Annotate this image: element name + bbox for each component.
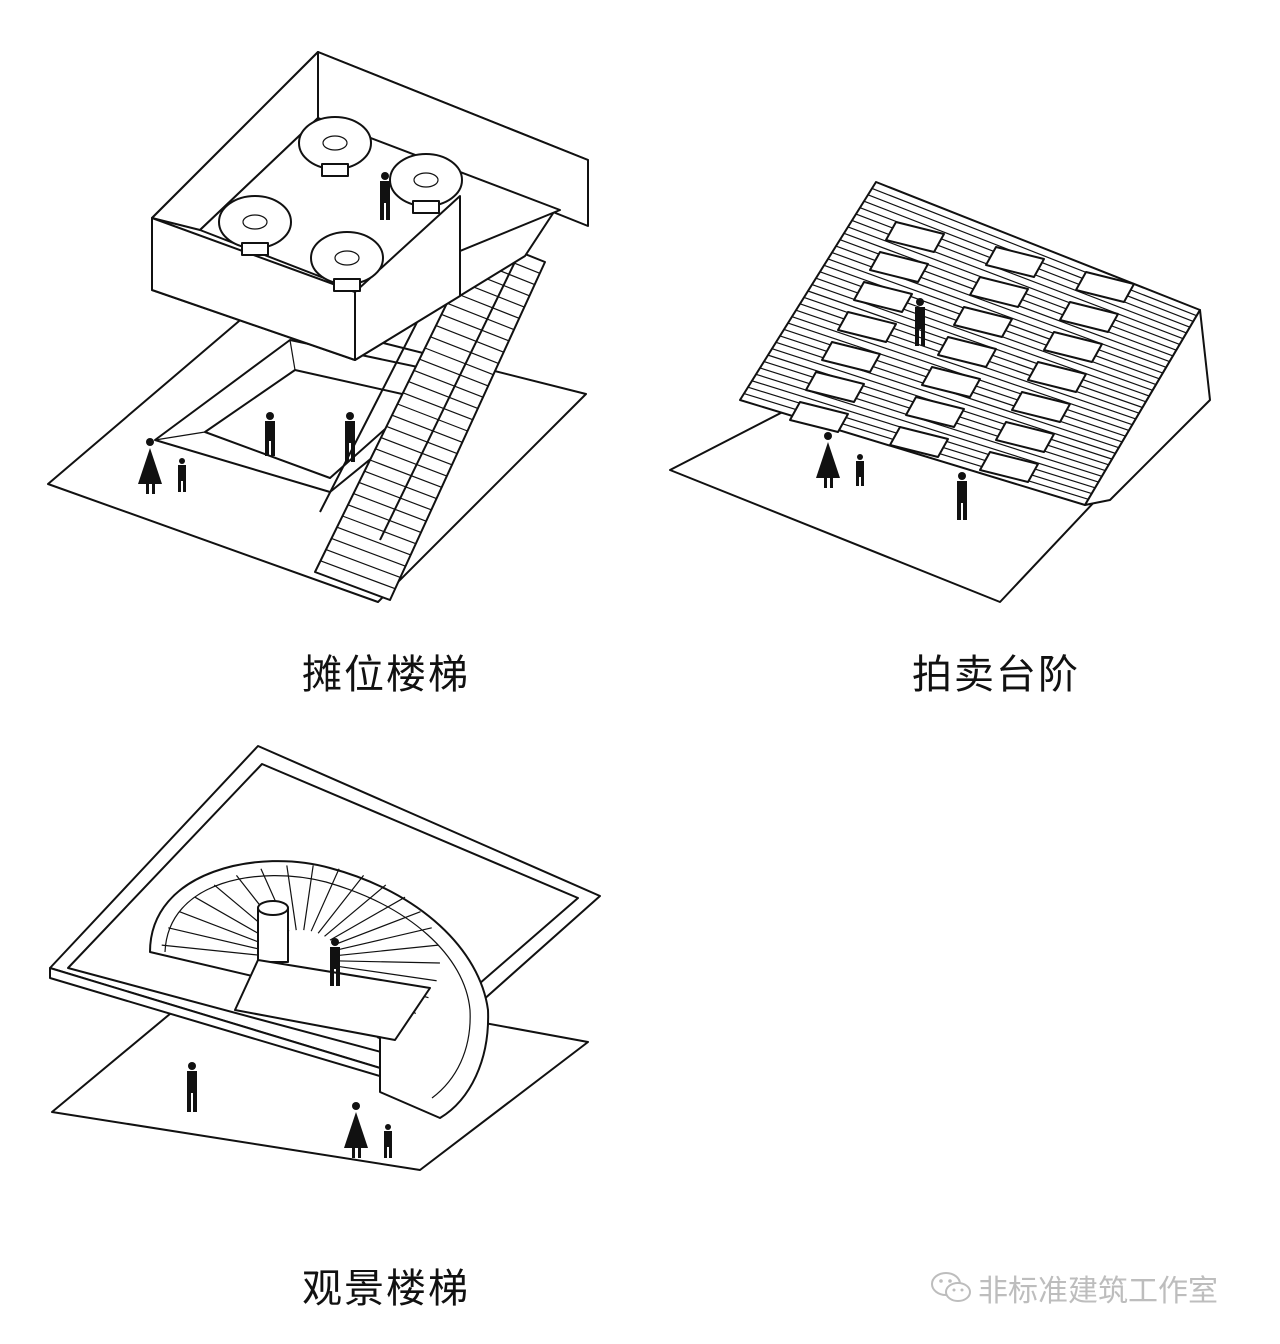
stall-stair-diagram <box>47 51 589 603</box>
viewing-stair-diagram <box>49 745 601 1171</box>
caption-stall-stair: 摊位楼梯 <box>302 652 470 698</box>
spiral-stair <box>149 860 490 1119</box>
watermark: 非标准建筑工作室 <box>930 1266 1218 1310</box>
people-figures <box>138 172 390 494</box>
wechat-icon <box>931 1272 971 1302</box>
auction-steps-diagram <box>669 181 1211 603</box>
round-tables <box>218 116 463 292</box>
upper-box <box>151 51 589 361</box>
stepped-seating <box>739 181 1211 506</box>
caption-auction-steps: 拍卖台阶 <box>912 652 1080 698</box>
watermark-text: 非标准建筑工作室 <box>978 1274 1218 1309</box>
people-figures <box>816 298 967 520</box>
caption-viewing-stair: 观景楼梯 <box>302 1266 470 1312</box>
people-figures <box>187 938 392 1158</box>
